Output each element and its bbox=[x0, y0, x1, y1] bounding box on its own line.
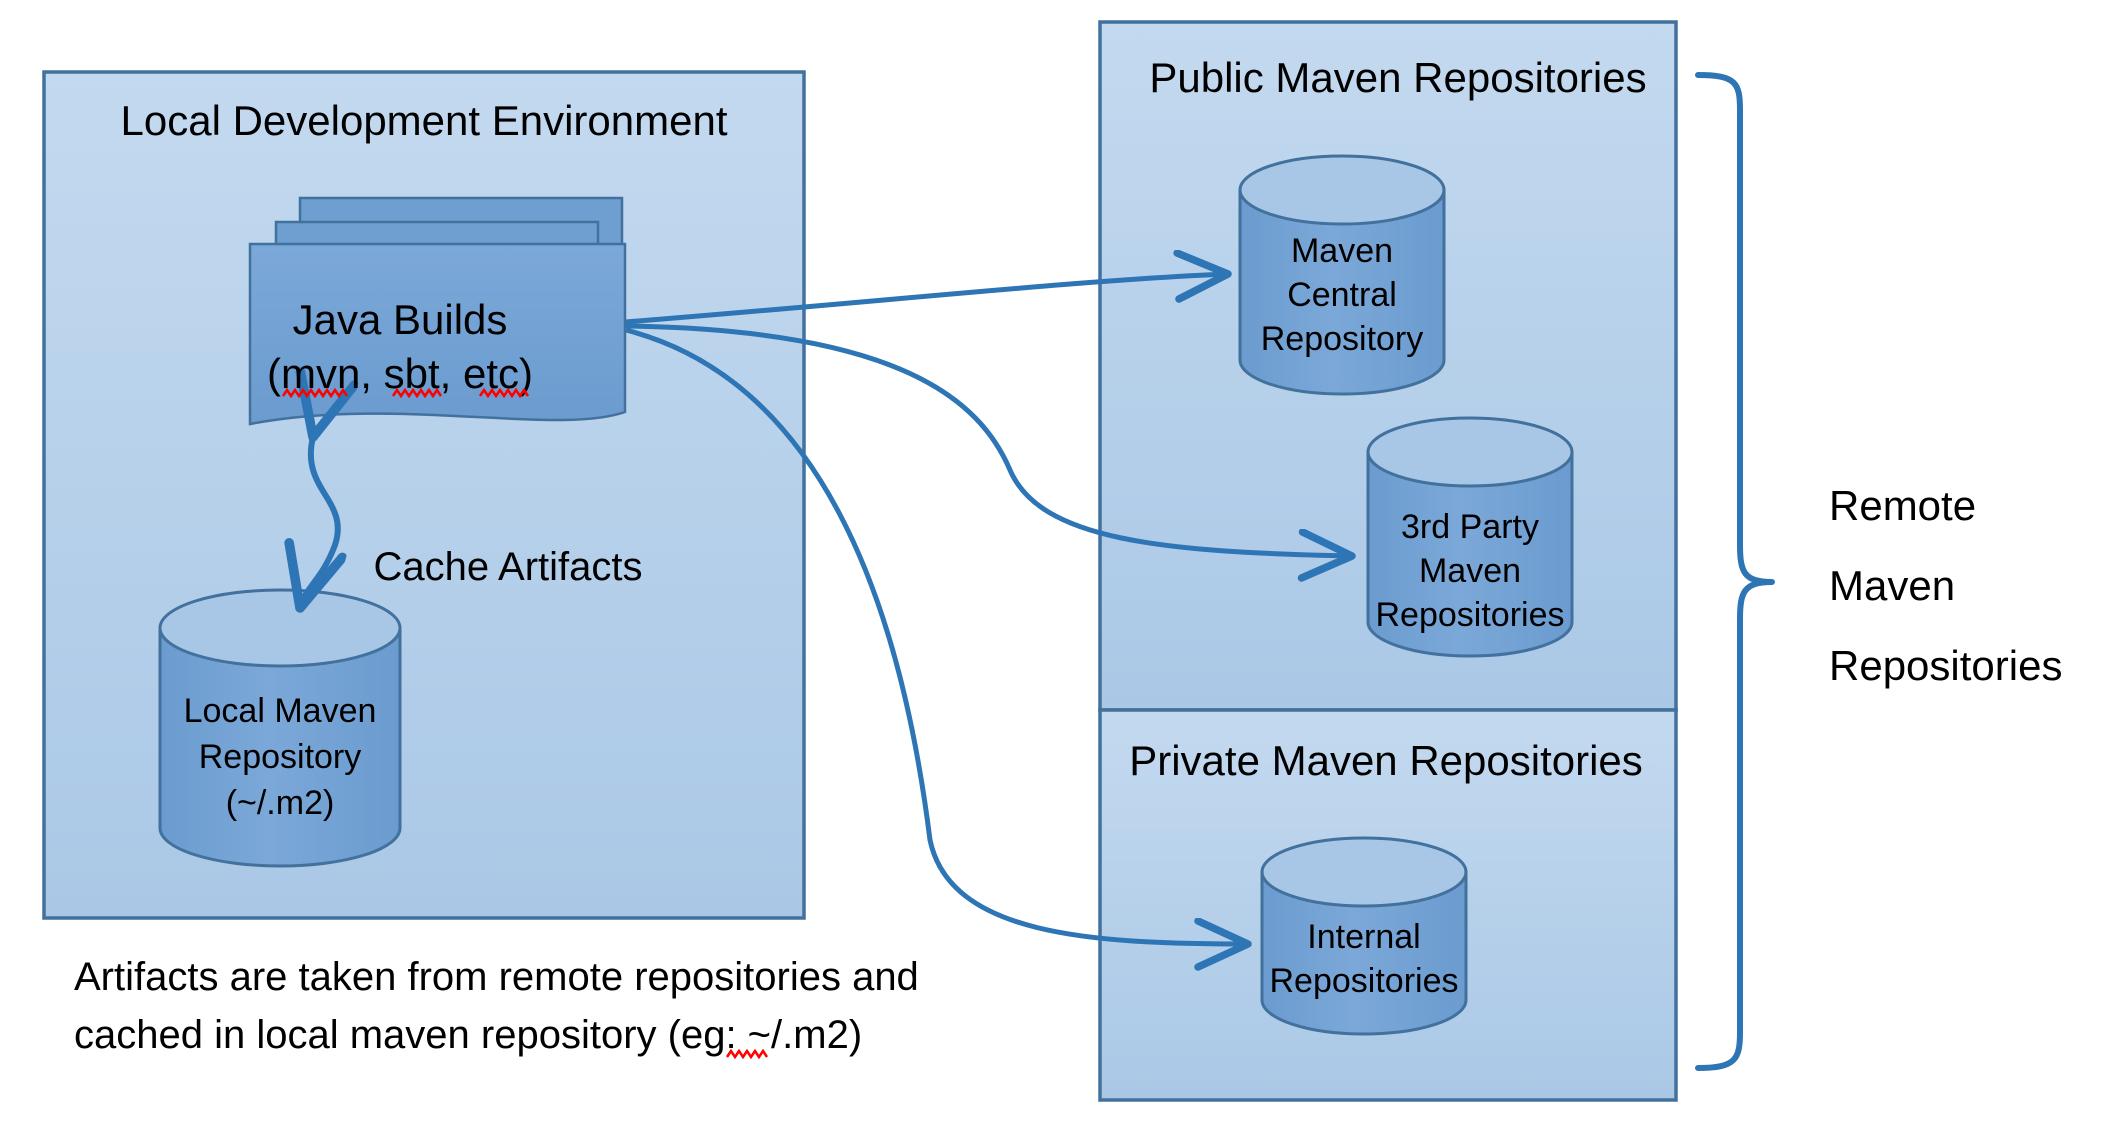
panel-title-public: Public Maven Repositories bbox=[1149, 54, 1646, 101]
panel-title-local: Local Development Environment bbox=[121, 97, 728, 144]
brace-remote-maven-repositories bbox=[1695, 72, 1775, 1071]
local-maven-repo-line3: (~/.m2) bbox=[226, 784, 335, 822]
cylinder-internal-repositories bbox=[1260, 836, 1468, 1036]
caption-spellcheck-squiggles bbox=[725, 1048, 769, 1060]
arrow-to-maven-central bbox=[625, 274, 1228, 325]
brace-label-line2: Maven bbox=[1829, 562, 1955, 609]
local-maven-repo-line1: Local Maven bbox=[184, 692, 377, 730]
cylinder-third-party-maven-repositories bbox=[1366, 416, 1574, 658]
arrow-cache-artifacts bbox=[300, 437, 338, 608]
third-party-line2: Maven bbox=[1419, 552, 1521, 590]
third-party-line3: Repositories bbox=[1376, 596, 1565, 634]
internal-line2: Repositories bbox=[1270, 962, 1459, 1000]
cylinder-maven-central-repository bbox=[1238, 154, 1446, 396]
caption-line2: cached in local maven repository (eg: ~/… bbox=[74, 1013, 862, 1057]
internal-line1: Internal bbox=[1307, 918, 1420, 956]
connector-arrows bbox=[625, 274, 1352, 944]
squiggle-etc bbox=[478, 387, 530, 399]
java-builds-line1: Java Builds bbox=[293, 296, 508, 343]
maven-central-line1: Maven bbox=[1291, 232, 1393, 270]
third-party-line1: 3rd Party bbox=[1401, 508, 1539, 546]
arrow-to-third-party bbox=[625, 323, 1352, 556]
local-maven-repo-line2: Repository bbox=[199, 738, 362, 776]
arrow-to-internal-repositories bbox=[625, 327, 1248, 944]
panel-title-private: Private Maven Repositories bbox=[1129, 737, 1643, 784]
brace-label-line1: Remote bbox=[1829, 482, 1976, 529]
cache-artifacts-label: Cache Artifacts bbox=[373, 545, 642, 589]
maven-central-line3: Repository bbox=[1261, 320, 1424, 358]
squiggle-mvn bbox=[281, 387, 349, 399]
spellcheck-squiggles bbox=[281, 387, 530, 399]
maven-central-line2: Central bbox=[1287, 276, 1397, 314]
squiggle-eg bbox=[725, 1048, 769, 1060]
caption-line1: Artifacts are taken from remote reposito… bbox=[74, 955, 919, 999]
squiggle-sbt bbox=[391, 387, 443, 399]
brace-label-line3: Repositories bbox=[1829, 642, 2062, 689]
